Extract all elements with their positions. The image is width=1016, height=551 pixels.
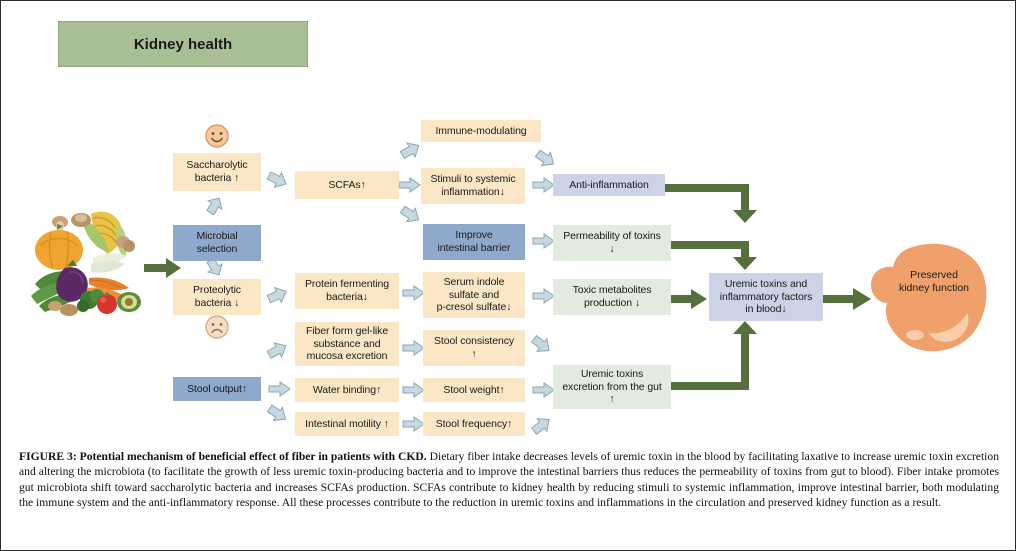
connector-chevron <box>401 340 427 356</box>
node-stool-weight: Stool weight↑ <box>423 378 525 402</box>
node-scfas: SCFAs↑ <box>295 171 399 199</box>
connector-chevron <box>266 169 290 191</box>
connector-chevron <box>399 139 423 161</box>
node-stool-output: Stool output↑ <box>173 377 261 401</box>
connector-chevron <box>399 203 423 227</box>
kidney-health-header: Kidney health <box>58 21 308 67</box>
connector-chevron <box>401 416 427 432</box>
kidney-shape-icon <box>869 241 993 357</box>
connector-chevron <box>531 382 557 398</box>
caption-body: Dietary fiber intake decreases levels of… <box>19 450 999 510</box>
connector-chevron <box>401 382 427 398</box>
figure-caption: FIGURE 3: Potential mechanism of benefic… <box>19 449 999 511</box>
connector-chevron <box>266 402 290 426</box>
vegetables-illustration <box>29 206 149 316</box>
node-intestinal-motility: Intestinal motility ↑ <box>295 412 399 436</box>
smiley-face-icon <box>204 123 230 149</box>
node-stool-frequency: Stool frequency↑ <box>423 412 525 436</box>
node-water-binding: Water binding↑ <box>295 378 399 402</box>
connector-chevron <box>204 194 226 216</box>
connector-chevron <box>266 338 290 362</box>
connector-chevron <box>531 177 557 193</box>
connector-chevron <box>531 233 557 249</box>
sad-face-icon <box>204 314 230 340</box>
node-immune-modulating: Immune-modulating <box>421 120 541 142</box>
kidney-health-label: Kidney health <box>133 35 233 53</box>
connector-chevron <box>204 256 226 280</box>
node-anti-inflammation: Anti-inflammation <box>553 174 665 196</box>
connector-chevron <box>266 284 290 306</box>
connector-chevron <box>530 333 554 357</box>
connector-chevron <box>534 147 558 171</box>
caption-bold-lead: FIGURE 3: Potential mechanism of benefic… <box>19 450 427 463</box>
connector-chevron <box>531 288 557 304</box>
connector-chevron <box>267 381 293 397</box>
node-permeability-of-toxins: Permeability of toxins↓ <box>553 225 671 261</box>
connector-chevron <box>401 285 427 301</box>
connector-chevron <box>397 177 423 193</box>
connector-chevron <box>530 413 554 437</box>
node-stool-consistency: Stool consistency↑ <box>423 330 525 366</box>
